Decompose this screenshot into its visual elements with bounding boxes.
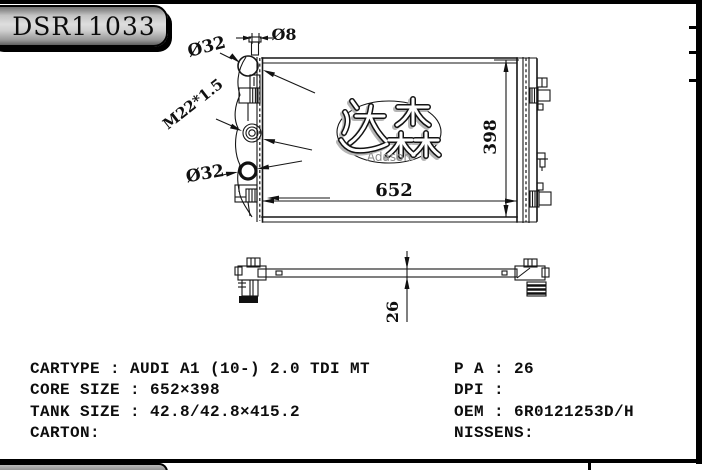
left-tank (234, 36, 262, 218)
top-border (0, 0, 702, 4)
spec-line-tanksize: TANK SIZE : 42.8/42.8×415.2 (30, 403, 301, 421)
spec-line-carton: CARTON: (30, 424, 101, 442)
dim-label-398: 398 (481, 119, 501, 155)
dim-label-26: 26 (383, 301, 402, 323)
mount-bracket-middle (536, 152, 548, 171)
dim-bleed-port: Ø8 (236, 25, 297, 44)
mount-bracket-bottom (529, 182, 552, 208)
spec-line-nissens: NISSENS: (454, 424, 535, 442)
dim-core-thickness: 26 (383, 251, 410, 323)
dim-core-height: 398 (481, 59, 519, 217)
side-fitting-right (514, 258, 550, 297)
bottom-border (0, 459, 702, 463)
spec-line-coresize: CORE SIZE : 652×398 (30, 381, 221, 399)
logo-ellipse (336, 100, 442, 164)
right-border (696, 0, 702, 464)
right-tank (517, 57, 552, 223)
part-number-plate: DSR11033 (0, 5, 168, 47)
part-number-text: DSR11033 (12, 11, 156, 41)
spec-line-cartype: CARTYPE : AUDI A1 (10-) 2.0 TDI MT (30, 360, 371, 378)
right-border-tick (689, 79, 697, 82)
core-outline (256, 57, 518, 223)
outlet-port-bottom (238, 161, 258, 181)
front-view: Ø8 Ø32 M22*1.5 (159, 25, 552, 223)
bottom-border-tick (588, 463, 591, 470)
dim-label-o32-bottom: Ø32 (184, 161, 225, 187)
dim-label-o8: Ø8 (271, 25, 296, 44)
core-bar (257, 268, 518, 278)
spec-line-oem: OEM : 6R0121253D/H (454, 403, 635, 421)
inlet-port-top (237, 55, 259, 77)
dim-label-m22: M22*1.5 (159, 75, 226, 133)
logo: 达森 Adason (337, 99, 441, 164)
right-border-tick (689, 51, 697, 54)
right-border-tick (689, 26, 697, 29)
dim-label-o32-top: Ø32 (186, 33, 228, 62)
spec-line-pa: P A : 26 (454, 360, 535, 378)
side-view: 26 (234, 251, 550, 323)
thread-port (242, 123, 262, 143)
spec-line-dpi: DPI : (454, 381, 505, 399)
mount-bracket-top (529, 77, 551, 111)
dim-core-width: 652 (262, 180, 517, 204)
dim-label-652: 652 (375, 180, 413, 201)
side-fitting-left (234, 257, 267, 303)
logo-latin-text: Adason (367, 150, 411, 164)
